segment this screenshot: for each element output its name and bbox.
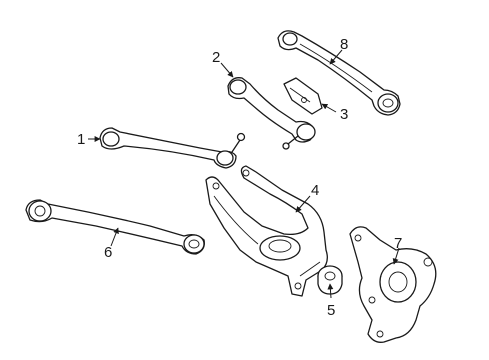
part-8-control-arm bbox=[277, 30, 401, 116]
callout-4: 4 bbox=[311, 182, 319, 199]
callout-3: 3 bbox=[340, 106, 348, 123]
callout-8: 8 bbox=[340, 36, 348, 53]
part-4-trailing-arm bbox=[205, 165, 328, 297]
callout-2: 2 bbox=[212, 49, 220, 66]
part-1-lateral-link bbox=[99, 127, 246, 169]
part-2-link-arm bbox=[227, 77, 316, 150]
callout-leaders bbox=[88, 49, 400, 299]
part-6-lower-arm bbox=[25, 199, 205, 255]
part-3-bracket bbox=[283, 77, 323, 115]
callout-5: 5 bbox=[327, 302, 335, 319]
callout-7: 7 bbox=[394, 235, 402, 252]
callout-1: 1 bbox=[77, 131, 85, 148]
part-7-knuckle bbox=[349, 226, 437, 343]
callout-6: 6 bbox=[104, 244, 112, 261]
